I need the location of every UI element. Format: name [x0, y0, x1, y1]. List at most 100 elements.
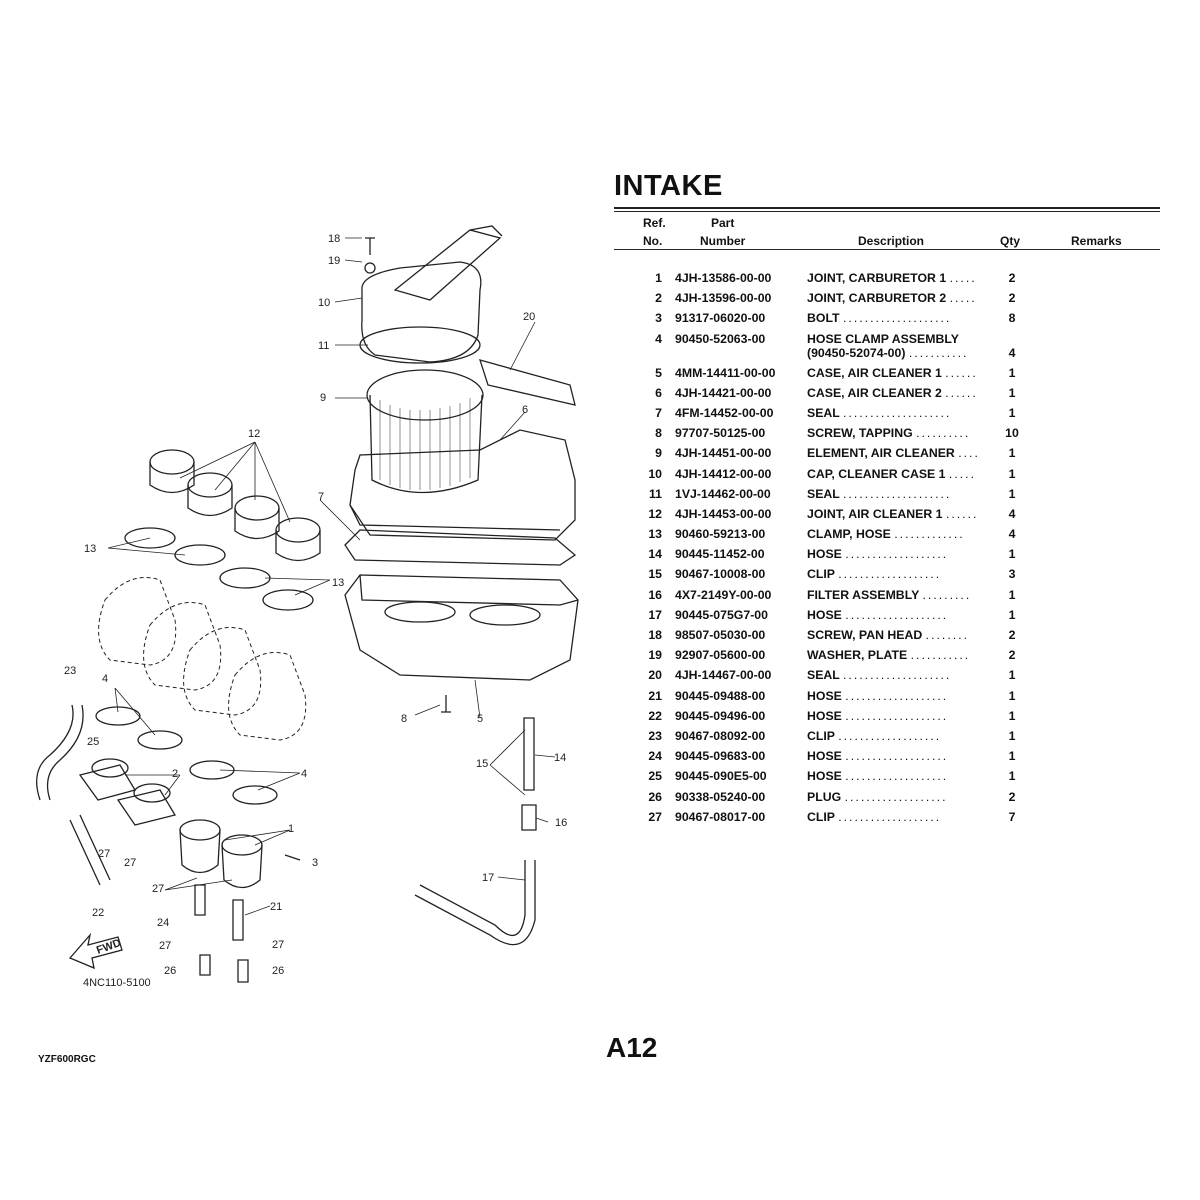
ref-no: 8 [655, 426, 662, 441]
header-part: Part [711, 216, 735, 230]
ref-no: 26 [648, 789, 662, 804]
ref-no: 6 [655, 385, 662, 400]
callout-number: 27 [98, 848, 110, 860]
ref-no: 19 [648, 648, 662, 663]
filter-assembly [521, 804, 537, 831]
description: CLIP [807, 809, 835, 824]
callout-number: 27 [124, 857, 136, 869]
air-filter-element [366, 369, 484, 421]
quantity: 2 [1008, 271, 1016, 285]
description: CASE, AIR CLEANER 1 [807, 365, 942, 380]
quantity: 2 [1008, 628, 1016, 642]
carburetor-phantom [98, 577, 177, 666]
seal-7 [344, 529, 577, 566]
description: CLAMP, HOSE [807, 527, 891, 542]
quantity: 1 [1008, 688, 1016, 703]
part-number: 90445-075G7-00 [675, 607, 768, 622]
description: JOINT, CARBURETOR 2 [807, 291, 947, 306]
callout-number: 17 [482, 872, 494, 884]
quantity: 2 [1008, 789, 1016, 804]
header-description: Description [858, 234, 925, 248]
description: HOSE [807, 688, 842, 703]
leader-dots: .................... [843, 668, 952, 683]
ref-no: 18 [648, 628, 662, 642]
part-number: 4JH-14412-00-00 [675, 466, 772, 481]
description: BOLT [807, 311, 840, 326]
callout-number: 1 [288, 823, 294, 835]
fwd-arrow [68, 932, 123, 970]
quantity: 3 [1008, 567, 1016, 582]
callout-number: 2 [172, 768, 178, 780]
part-number: 4JH-13586-00-00 [675, 271, 772, 285]
leader-dots: ........... [910, 648, 971, 663]
description: SCREW, PAN HEAD [807, 628, 923, 642]
quantity: 1 [1008, 446, 1016, 461]
callout-number: 8 [401, 713, 407, 725]
part-number: 90445-09683-00 [675, 749, 766, 764]
title-rule-thin [614, 211, 1160, 212]
quantity: 4 [1008, 345, 1016, 360]
ref-no: 22 [648, 708, 662, 723]
quantity: 1 [1008, 769, 1016, 784]
part-number: 97707-50125-00 [675, 426, 766, 441]
leader-dots: ...... [945, 506, 979, 521]
description: HOSE CLAMP ASSEMBLY [807, 331, 959, 346]
callout-number: 26 [272, 965, 284, 977]
quantity: 1 [1008, 749, 1016, 764]
quantity: 1 [1008, 547, 1016, 562]
callout-number: 23 [64, 665, 76, 677]
ref-no: 5 [655, 365, 662, 380]
part-number: 1VJ-14462-00-00 [675, 486, 771, 501]
ref-no: 24 [648, 749, 662, 764]
part-number: 4JH-14451-00-00 [675, 446, 772, 461]
leader-dots: ................... [838, 809, 942, 824]
description: FILTER ASSEMBLY [807, 587, 920, 602]
callout-number: 18 [328, 233, 340, 245]
part-number: 4MM-14411-00-00 [675, 365, 776, 380]
callout-number: 4 [301, 768, 307, 780]
leader-dots: ................... [838, 728, 942, 743]
description: CASE, AIR CLEANER 2 [807, 385, 942, 400]
ref-no: 15 [648, 567, 662, 582]
part-number: 90450-52063-00 [675, 331, 766, 346]
callout-number: 6 [522, 404, 528, 416]
ref-no: 11 [649, 486, 662, 501]
quantity: 7 [1008, 809, 1016, 824]
description: HOSE [807, 749, 842, 764]
description: CLIP [807, 728, 835, 743]
ref-no: 9 [655, 446, 662, 461]
callout-number: 16 [555, 817, 567, 829]
header-ref: Ref. [643, 216, 666, 230]
part-number: 90467-10008-00 [675, 567, 766, 582]
quantity: 1 [1008, 365, 1016, 380]
hose-25 [36, 704, 84, 801]
ref-no: 16 [648, 587, 662, 602]
leader-dots: ................... [845, 769, 949, 784]
part-number: 90445-09496-00 [675, 708, 766, 723]
quantity: 1 [1008, 466, 1016, 481]
ref-no: 14 [648, 547, 662, 562]
leader-dots: .................... [843, 486, 952, 501]
part-number: 4JH-14453-00-00 [675, 506, 772, 521]
air-cleaner-joints [149, 449, 321, 562]
description: JOINT, AIR CLEANER 1 [807, 506, 943, 521]
callout-number: 27 [272, 939, 284, 951]
leader-dots: ................... [838, 567, 942, 582]
leader-dots: ..... [949, 291, 977, 306]
callout-number: 21 [270, 901, 282, 913]
model-code: YZF600RGC [38, 1054, 96, 1065]
quantity: 1 [1008, 385, 1016, 400]
callout-number: 13 [332, 577, 344, 589]
